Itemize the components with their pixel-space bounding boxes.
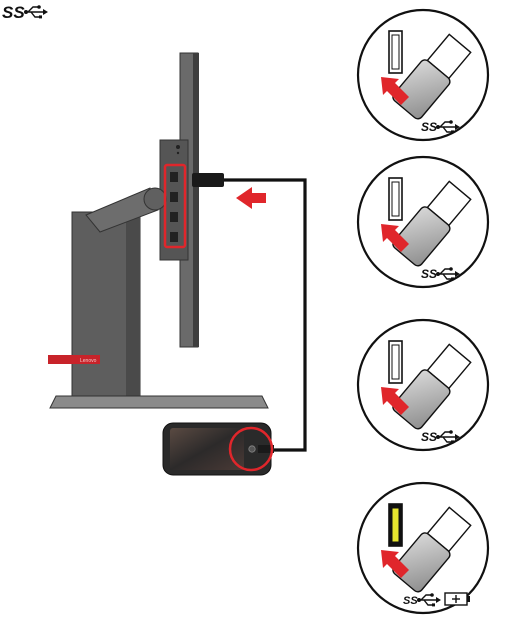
usb-port-slot-charging: [392, 508, 399, 542]
phone-home-button: [249, 446, 255, 452]
stand-base: [50, 396, 268, 408]
insert-arrow-left: [236, 187, 266, 209]
usb-port-slot: [392, 35, 399, 69]
monitor-usb-port-2: [170, 192, 178, 202]
port-detail-1: SS: [358, 10, 488, 140]
power-indicator: [177, 152, 179, 154]
superspeed-usb-logo: SS: [2, 3, 48, 22]
superspeed-label: SS: [421, 267, 437, 281]
stand-hinge: [144, 188, 166, 210]
monitor-usb-port-1: [170, 172, 178, 182]
upstream-cable-plug: [192, 173, 224, 187]
monitor-side-view: Lenovo: [48, 53, 305, 450]
superspeed-label: SS: [2, 3, 25, 22]
usb-cable: [224, 180, 305, 450]
port-detail-4-charging: SS: [358, 483, 488, 613]
battery-charge-icon: [445, 593, 470, 605]
port-detail-3: SS: [358, 320, 488, 450]
brand-label: Lenovo: [80, 358, 97, 364]
usb-port-slot: [392, 345, 399, 379]
monitor-panel-edge: [193, 53, 199, 347]
superspeed-label: SS: [403, 595, 418, 607]
headphone-jack: [176, 145, 180, 149]
usb-icon: [24, 5, 48, 18]
stand-column-side: [126, 212, 140, 398]
usb-port-slot: [392, 182, 399, 216]
port-detail-2: SS: [358, 157, 488, 287]
monitor-usb-port-4: [170, 232, 178, 242]
superspeed-label: SS: [421, 120, 437, 134]
superspeed-label: SS: [421, 430, 437, 444]
phone-screen: [170, 428, 244, 470]
smartphone: [163, 423, 274, 475]
monitor-usb-port-3: [170, 212, 178, 222]
